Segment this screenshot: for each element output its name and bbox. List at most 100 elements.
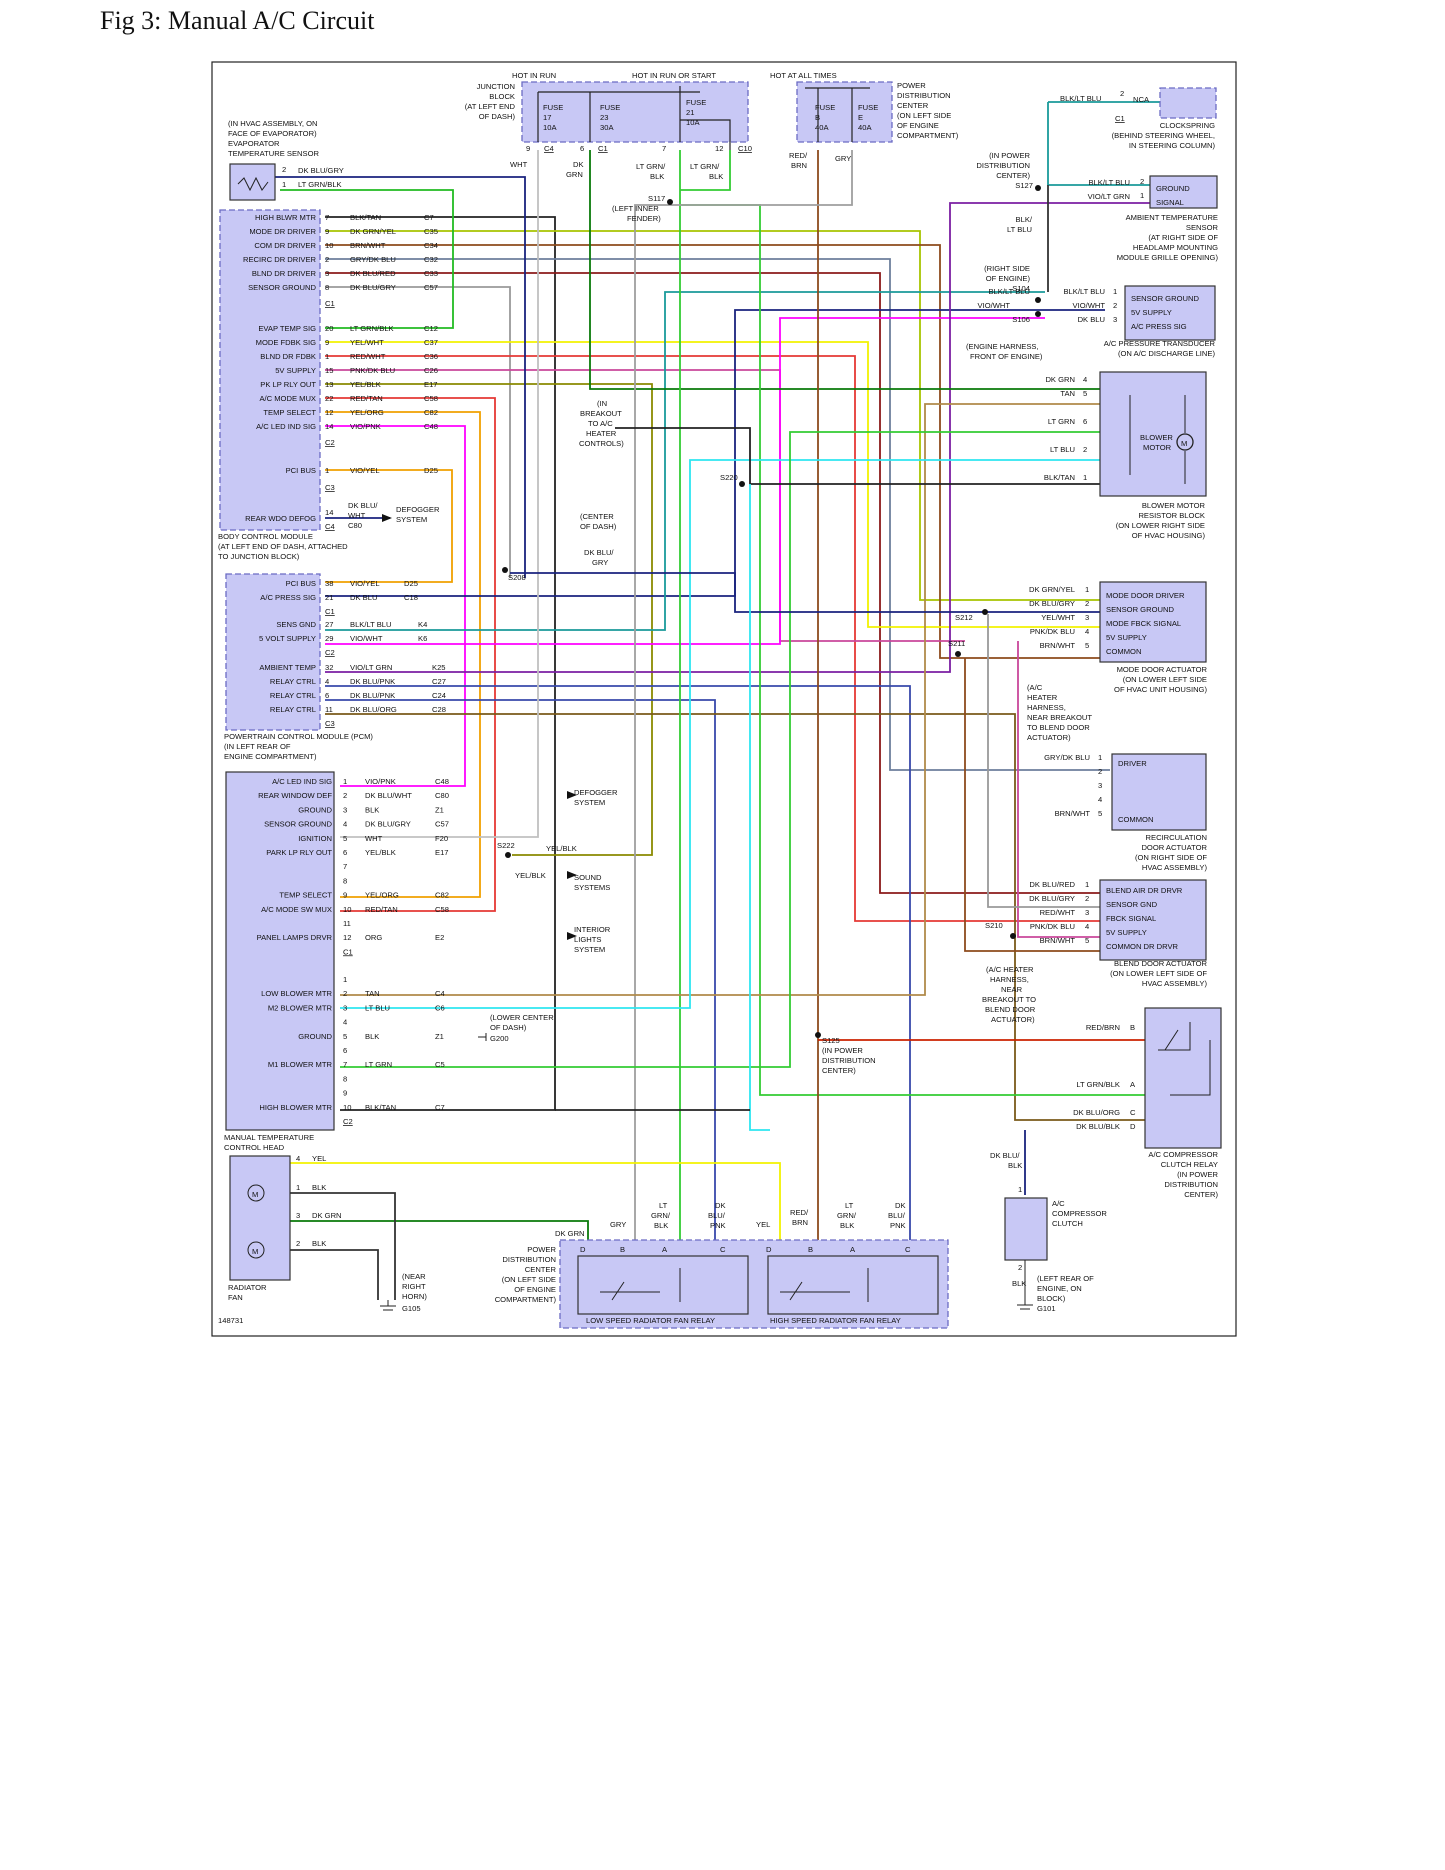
svg-text:FUSE: FUSE — [815, 103, 835, 112]
wire-ltgrn-blk-c12 — [280, 189, 454, 329]
svg-text:BLK: BLK — [1012, 1279, 1026, 1288]
mtc-pin-name: A/C LED IND SIG — [272, 777, 332, 786]
bcm-wire-color: PNK/DK BLU — [350, 366, 395, 375]
bcm-pin-name: SENSOR GROUND — [248, 283, 316, 292]
svg-text:C10: C10 — [738, 144, 752, 153]
pcm-pin-number: 4 — [325, 677, 329, 686]
mtc-pin-number: 10 — [343, 905, 351, 914]
bcm-pin-number: 3 — [325, 269, 329, 278]
svg-text:DISTRIBUTION: DISTRIBUTION — [502, 1255, 556, 1264]
svg-text:(IN POWER: (IN POWER — [1177, 1170, 1218, 1179]
svg-text:DK GRN: DK GRN — [312, 1211, 342, 1220]
mtc-circuit-id: C82 — [435, 891, 449, 900]
pcm-wire-color: VIO/WHT — [350, 634, 383, 643]
mtc-pin-name: GROUND — [298, 805, 332, 814]
svg-text:LT BLU: LT BLU — [1050, 445, 1075, 454]
blend-door-actuator: BLEND AIR DR DRVR SENSOR GND FBCK SIGNAL… — [1029, 879, 1208, 988]
svg-text:(ENGINE HARNESS,: (ENGINE HARNESS, — [966, 342, 1039, 351]
mtc-wire-color: YEL/ORG — [365, 891, 399, 900]
bcm-wire-color: YEL/ORG — [350, 408, 384, 417]
svg-text:SENSOR GROUND: SENSOR GROUND — [1131, 294, 1199, 303]
svg-text:(IN: (IN — [597, 399, 607, 408]
svg-text:40A: 40A — [815, 123, 829, 132]
svg-text:CLOCKSPRING: CLOCKSPRING — [1160, 121, 1215, 130]
mtc-wire-color: BLK — [365, 805, 379, 814]
mtc-wire-color: BLK/TAN — [365, 1103, 396, 1112]
bcm-wire-color: RED/TAN — [350, 394, 383, 403]
svg-text:C: C — [1130, 1108, 1136, 1117]
svg-text:2: 2 — [1113, 301, 1117, 310]
svg-text:(A/C HEATER: (A/C HEATER — [986, 965, 1034, 974]
svg-text:S125: S125 — [822, 1036, 840, 1045]
pcm-pin-name: A/C PRESS SIG — [260, 593, 316, 602]
svg-text:ACTUATOR): ACTUATOR) — [1027, 733, 1071, 742]
mtc-circuit-id: E17 — [435, 848, 449, 857]
svg-text:JUNCTION: JUNCTION — [477, 82, 515, 91]
bcm-pin-name: A/C MODE MUX — [259, 394, 316, 403]
svg-text:DK GRN/YEL: DK GRN/YEL — [1029, 585, 1075, 594]
bcm-pin-name: A/C LED IND SIG — [256, 422, 316, 431]
mtc-pin-number: 2 — [343, 989, 347, 998]
svg-text:BLEND DOOR: BLEND DOOR — [985, 1005, 1036, 1014]
bcm-wire-color: WHT — [348, 511, 366, 520]
svg-text:CENTER: CENTER — [525, 1265, 557, 1274]
mtc-pin-name: LOW BLOWER MTR — [261, 989, 332, 998]
svg-text:BREAKOUT: BREAKOUT — [580, 409, 622, 418]
mtc-circuit-id: C58 — [435, 905, 449, 914]
svg-text:COMPARTMENT): COMPARTMENT) — [495, 1295, 557, 1304]
svg-text:40A: 40A — [858, 123, 872, 132]
svg-text:3: 3 — [1113, 315, 1117, 324]
bcm-connector: C2 — [325, 438, 335, 447]
svg-text:5: 5 — [1098, 809, 1102, 818]
pcm-pin-name: SENS GND — [276, 620, 316, 629]
svg-text:LT BLU: LT BLU — [1007, 225, 1032, 234]
svg-text:BRN: BRN — [792, 1218, 808, 1227]
svg-text:DK: DK — [573, 160, 584, 169]
bcm-circuit-id: D25 — [424, 466, 438, 475]
mtc-pin-number: 3 — [343, 805, 347, 814]
svg-text:VIO/WHT: VIO/WHT — [1073, 301, 1106, 310]
wire-dkblu-s208 — [510, 572, 1105, 613]
svg-text:1: 1 — [282, 180, 286, 189]
svg-text:HVAC ASSEMBLY): HVAC ASSEMBLY) — [1142, 863, 1208, 872]
svg-text:TO JUNCTION BLOCK): TO JUNCTION BLOCK) — [218, 552, 300, 561]
bcm-circuit-id: C33 — [424, 269, 438, 278]
svg-text:DOOR ACTUATOR: DOOR ACTUATOR — [1141, 843, 1207, 852]
mtc-connector: C1 — [343, 947, 353, 956]
bcm-pin-number: 22 — [325, 394, 333, 403]
pcm-pin-number: 32 — [325, 663, 333, 672]
svg-text:M: M — [1181, 439, 1187, 448]
mtc-pin-number: 11 — [343, 919, 351, 928]
mtc-connector: C2 — [343, 1117, 353, 1126]
svg-text:BLOCK: BLOCK — [489, 92, 515, 101]
svg-text:TAN: TAN — [1060, 389, 1075, 398]
mtc-pin-number: 6 — [343, 848, 347, 857]
svg-text:FUSE: FUSE — [600, 103, 620, 112]
pcm-pin-number: 38 — [325, 579, 333, 588]
mtc-pin-number: 1 — [343, 777, 347, 786]
svg-text:1: 1 — [1018, 1185, 1022, 1194]
bcm-pin-number: 10 — [325, 241, 333, 250]
hot-in-run-label: HOT IN RUN — [512, 71, 556, 80]
svg-text:PNK: PNK — [890, 1221, 906, 1230]
pcm-wire-color: DK BLU — [350, 593, 377, 602]
pcm-wire-color: VIO/YEL — [350, 579, 380, 588]
junction-block-note: JUNCTION BLOCK (AT LEFT END OF DASH) — [465, 82, 516, 121]
mtc-pin-number: 7 — [343, 862, 347, 871]
bcm-pin-number: 8 — [325, 283, 329, 292]
wire-dkblu-red — [325, 272, 1105, 894]
svg-text:S211: S211 — [948, 639, 965, 648]
mtc-pin-name: TEMP SELECT — [279, 891, 332, 900]
svg-text:DEFOGGER: DEFOGGER — [574, 788, 618, 797]
bcm-circuit-id: E17 — [424, 380, 438, 389]
svg-text:MODE DOOR ACTUATOR: MODE DOOR ACTUATOR — [1117, 665, 1208, 674]
bcm-connector: C1 — [325, 299, 335, 308]
svg-text:30A: 30A — [600, 123, 614, 132]
wire-gry-feed — [634, 150, 853, 1255]
mtc-pin-name: REAR WINDOW DEF — [258, 791, 332, 800]
svg-text:POWERTRAIN CONTROL MODULE (PCM: POWERTRAIN CONTROL MODULE (PCM) — [224, 732, 373, 741]
svg-text:(IN LEFT REAR OF: (IN LEFT REAR OF — [224, 742, 291, 751]
